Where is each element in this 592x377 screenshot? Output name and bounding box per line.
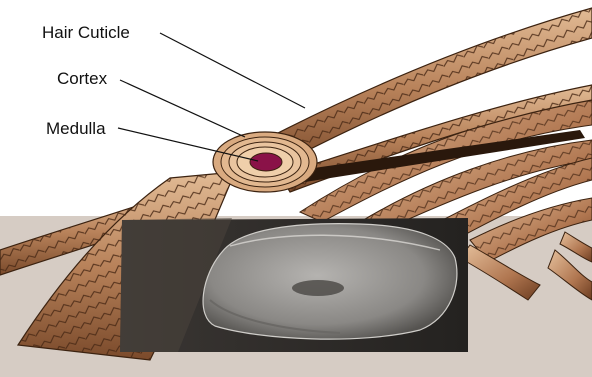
- hair-cross-section: [213, 132, 317, 192]
- medulla-label: Medulla: [46, 119, 106, 138]
- cortex-leader: [120, 80, 245, 137]
- medulla-core: [250, 153, 282, 171]
- cortex-label: Cortex: [57, 69, 108, 88]
- sem-micrograph: [120, 218, 468, 352]
- hair-cuticle-label: Hair Cuticle: [42, 23, 130, 42]
- hair-cuticle-leader: [160, 33, 305, 108]
